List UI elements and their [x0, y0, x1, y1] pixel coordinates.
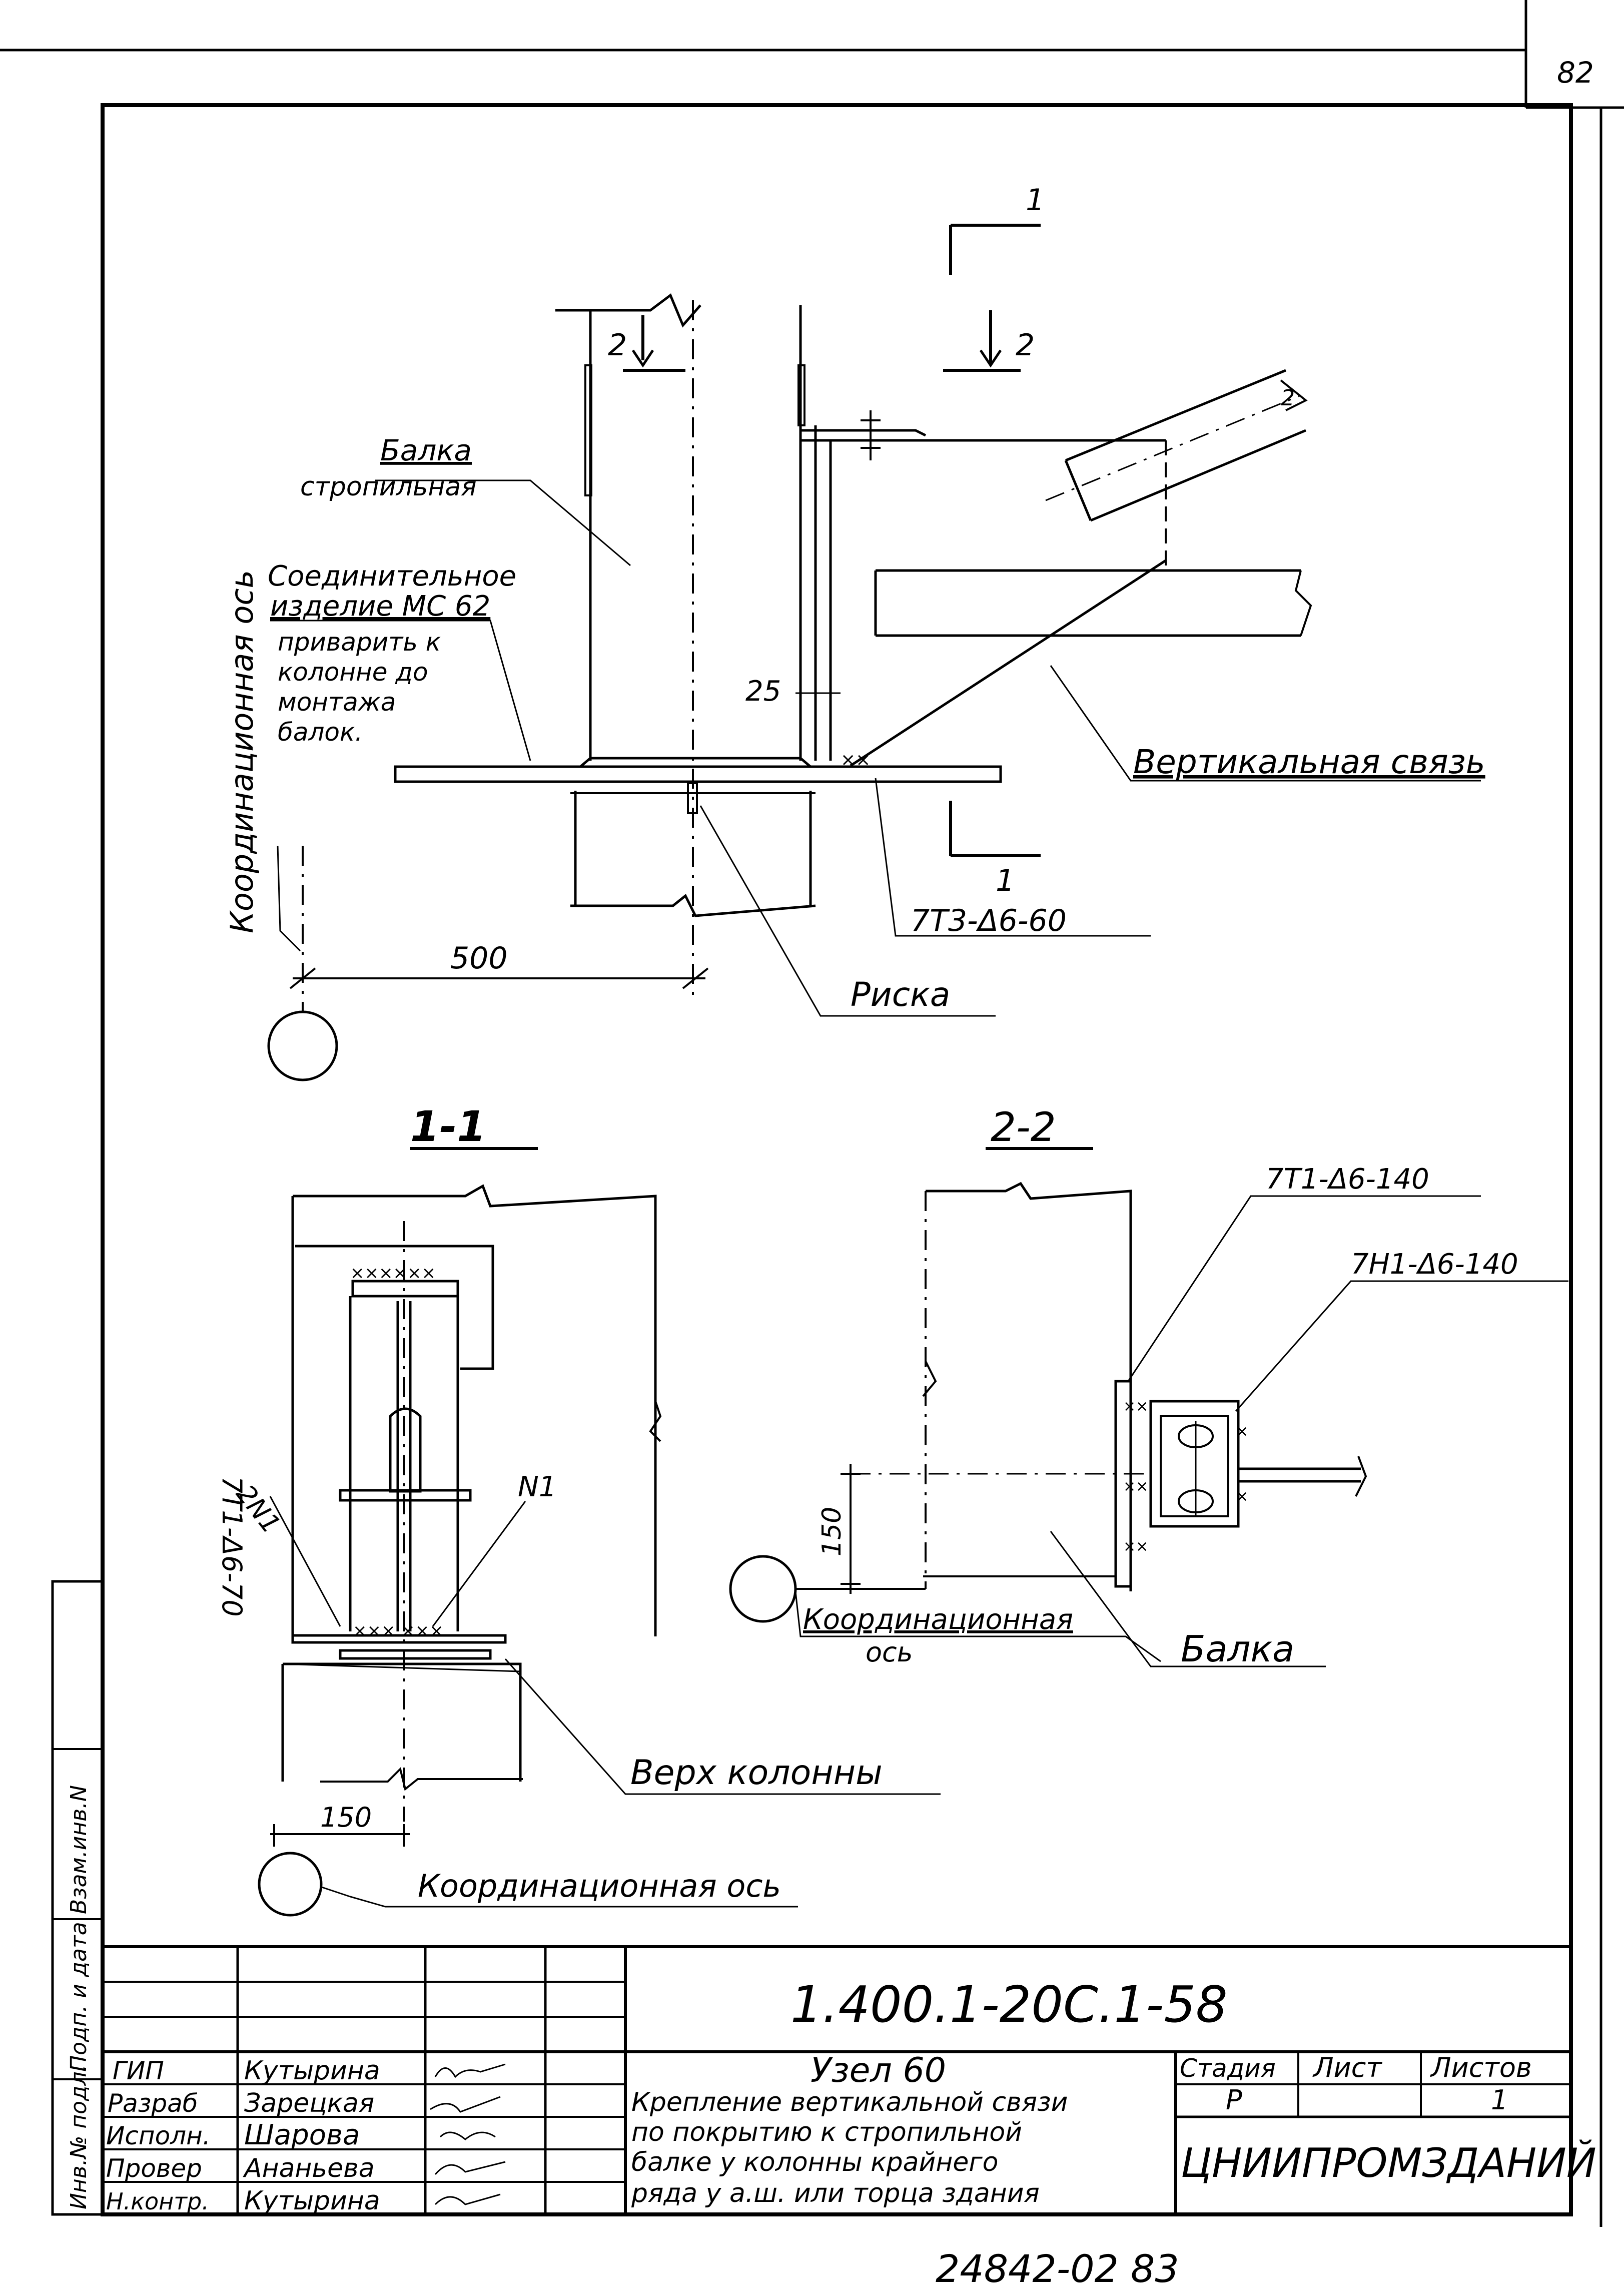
name-norm-control: Кутырина: [244, 2186, 380, 2216]
svg-text:××: ××: [1123, 1538, 1148, 1555]
section-2-2: ×× ×× ×× × ×: [729, 1147, 1568, 1667]
footer-numbers: 24842-02 83: [936, 2246, 1179, 2291]
side-stamp: [51, 1580, 104, 2216]
sheet-frame: [0, 0, 1624, 2227]
section-mark-2-right: 2: [1016, 328, 1035, 363]
sheets-value: 1: [1491, 2084, 1508, 2116]
svg-text:××: ××: [1123, 1478, 1148, 1495]
stamp-inv-number: Инв.№ подл.: [66, 2064, 92, 2209]
svg-text:××: ××: [1123, 1398, 1148, 1415]
organization: ЦНИИПРОМЗДАНИЙ: [1181, 2139, 1596, 2186]
label-weld-3: монтажа: [278, 688, 396, 717]
description-line-2: по покрытию к стропильной: [631, 2117, 1022, 2147]
section-1-1-title: 1-1: [410, 1102, 486, 1151]
name-checker: Ананьева: [243, 2153, 375, 2183]
section-2-2-weld-code-1: 7Т1-Δ6-140: [1266, 1163, 1429, 1196]
name-developer: Зарецкая: [244, 2088, 374, 2118]
section-2-2-label-axis-1: Координационная: [803, 1603, 1073, 1636]
doc-code: 1.400.1-20С.1-58: [790, 1975, 1228, 2034]
dim-500: 500: [450, 941, 508, 976]
label-n1: N1: [518, 1471, 557, 1503]
label-beam-2: стропильная: [300, 472, 477, 502]
dim-25: 25: [745, 675, 781, 708]
role-gip: ГИП: [113, 2056, 164, 2085]
section-2-2-title: 2-2: [991, 1104, 1056, 1151]
section-mark-2-left: 2: [608, 328, 627, 363]
svg-text:×: ×: [1236, 1488, 1248, 1505]
node-title: Узел 60: [810, 2051, 946, 2090]
label-vertical-brace: Вертикальная связь: [1133, 743, 1485, 781]
label-mark: Риска: [851, 975, 950, 1014]
name-gip: Кутырина: [244, 2056, 380, 2086]
label-weld-1: приварить к: [278, 628, 441, 657]
stage-value: Р: [1226, 2084, 1242, 2116]
section-1-1-weld-code: 7Т1-Δ6-70: [216, 1476, 248, 1617]
section-2-2-label-axis-2: ось: [866, 1636, 913, 1668]
section-1-1-label-axis: Координационная ось: [418, 1868, 781, 1904]
label-beam-1: Балка: [380, 433, 472, 467]
svg-text:×: ×: [1236, 1423, 1248, 1440]
section-2-2-label-beam: Балка: [1181, 1628, 1294, 1670]
svg-text:××: ××: [841, 750, 871, 770]
section-1-1-dim-150: 150: [320, 1802, 372, 1833]
role-developer: Разраб: [108, 2089, 198, 2118]
main-view: ××: [267, 224, 1481, 1081]
label-weld-4: балок.: [278, 718, 363, 747]
description-line-3: балке у колонны крайнего: [631, 2147, 998, 2177]
description-line-4: ряда у а.ш. или торца здания: [631, 2178, 1040, 2208]
weld-code-main: 7Т3-Δ6-60: [911, 903, 1067, 938]
sheets-header: Листов: [1430, 2052, 1532, 2083]
role-executor: Исполн.: [106, 2121, 211, 2150]
svg-text:××× ×××: ××× ×××: [353, 1621, 444, 1641]
label-connector-1: Соединительное: [268, 560, 516, 593]
section-1-1: ×××××× ××× ×××: [258, 1147, 941, 1917]
section-2-2-weld-code-2: 7Н1-Δ6-140: [1351, 1248, 1518, 1281]
label-weld-2: колонне до: [278, 658, 428, 687]
description-line-1: Крепление вертикальной связи: [631, 2087, 1068, 2117]
title-block-grid: [103, 1945, 1571, 2214]
svg-text:××××××: ××××××: [350, 1263, 436, 1283]
label-connector-2: изделие МС 62: [270, 590, 490, 623]
page-number: 82: [1557, 56, 1594, 90]
role-norm-control: Н.контр.: [106, 2188, 209, 2215]
stamp-replaced-inv: Взам.инв.N: [66, 1785, 92, 1914]
section-2-2-dim-150: 150: [817, 1507, 847, 1556]
section-mark-1-top: 1: [1026, 183, 1045, 218]
label-axis-main: Координационная ось: [224, 570, 260, 933]
sheet-header: Лист: [1312, 2052, 1382, 2083]
label-top-of-column: Верх колонны: [630, 1753, 883, 1793]
stamp-signature-date: Подп. и дата: [66, 1922, 92, 2072]
section-mark-2-member: 2: [1281, 385, 1295, 411]
stage-header: Стадия: [1180, 2054, 1276, 2083]
section-mark-1-bottom: 1: [996, 863, 1015, 898]
role-checker: Провер: [106, 2154, 202, 2183]
name-executor: Шарова: [244, 2119, 360, 2151]
